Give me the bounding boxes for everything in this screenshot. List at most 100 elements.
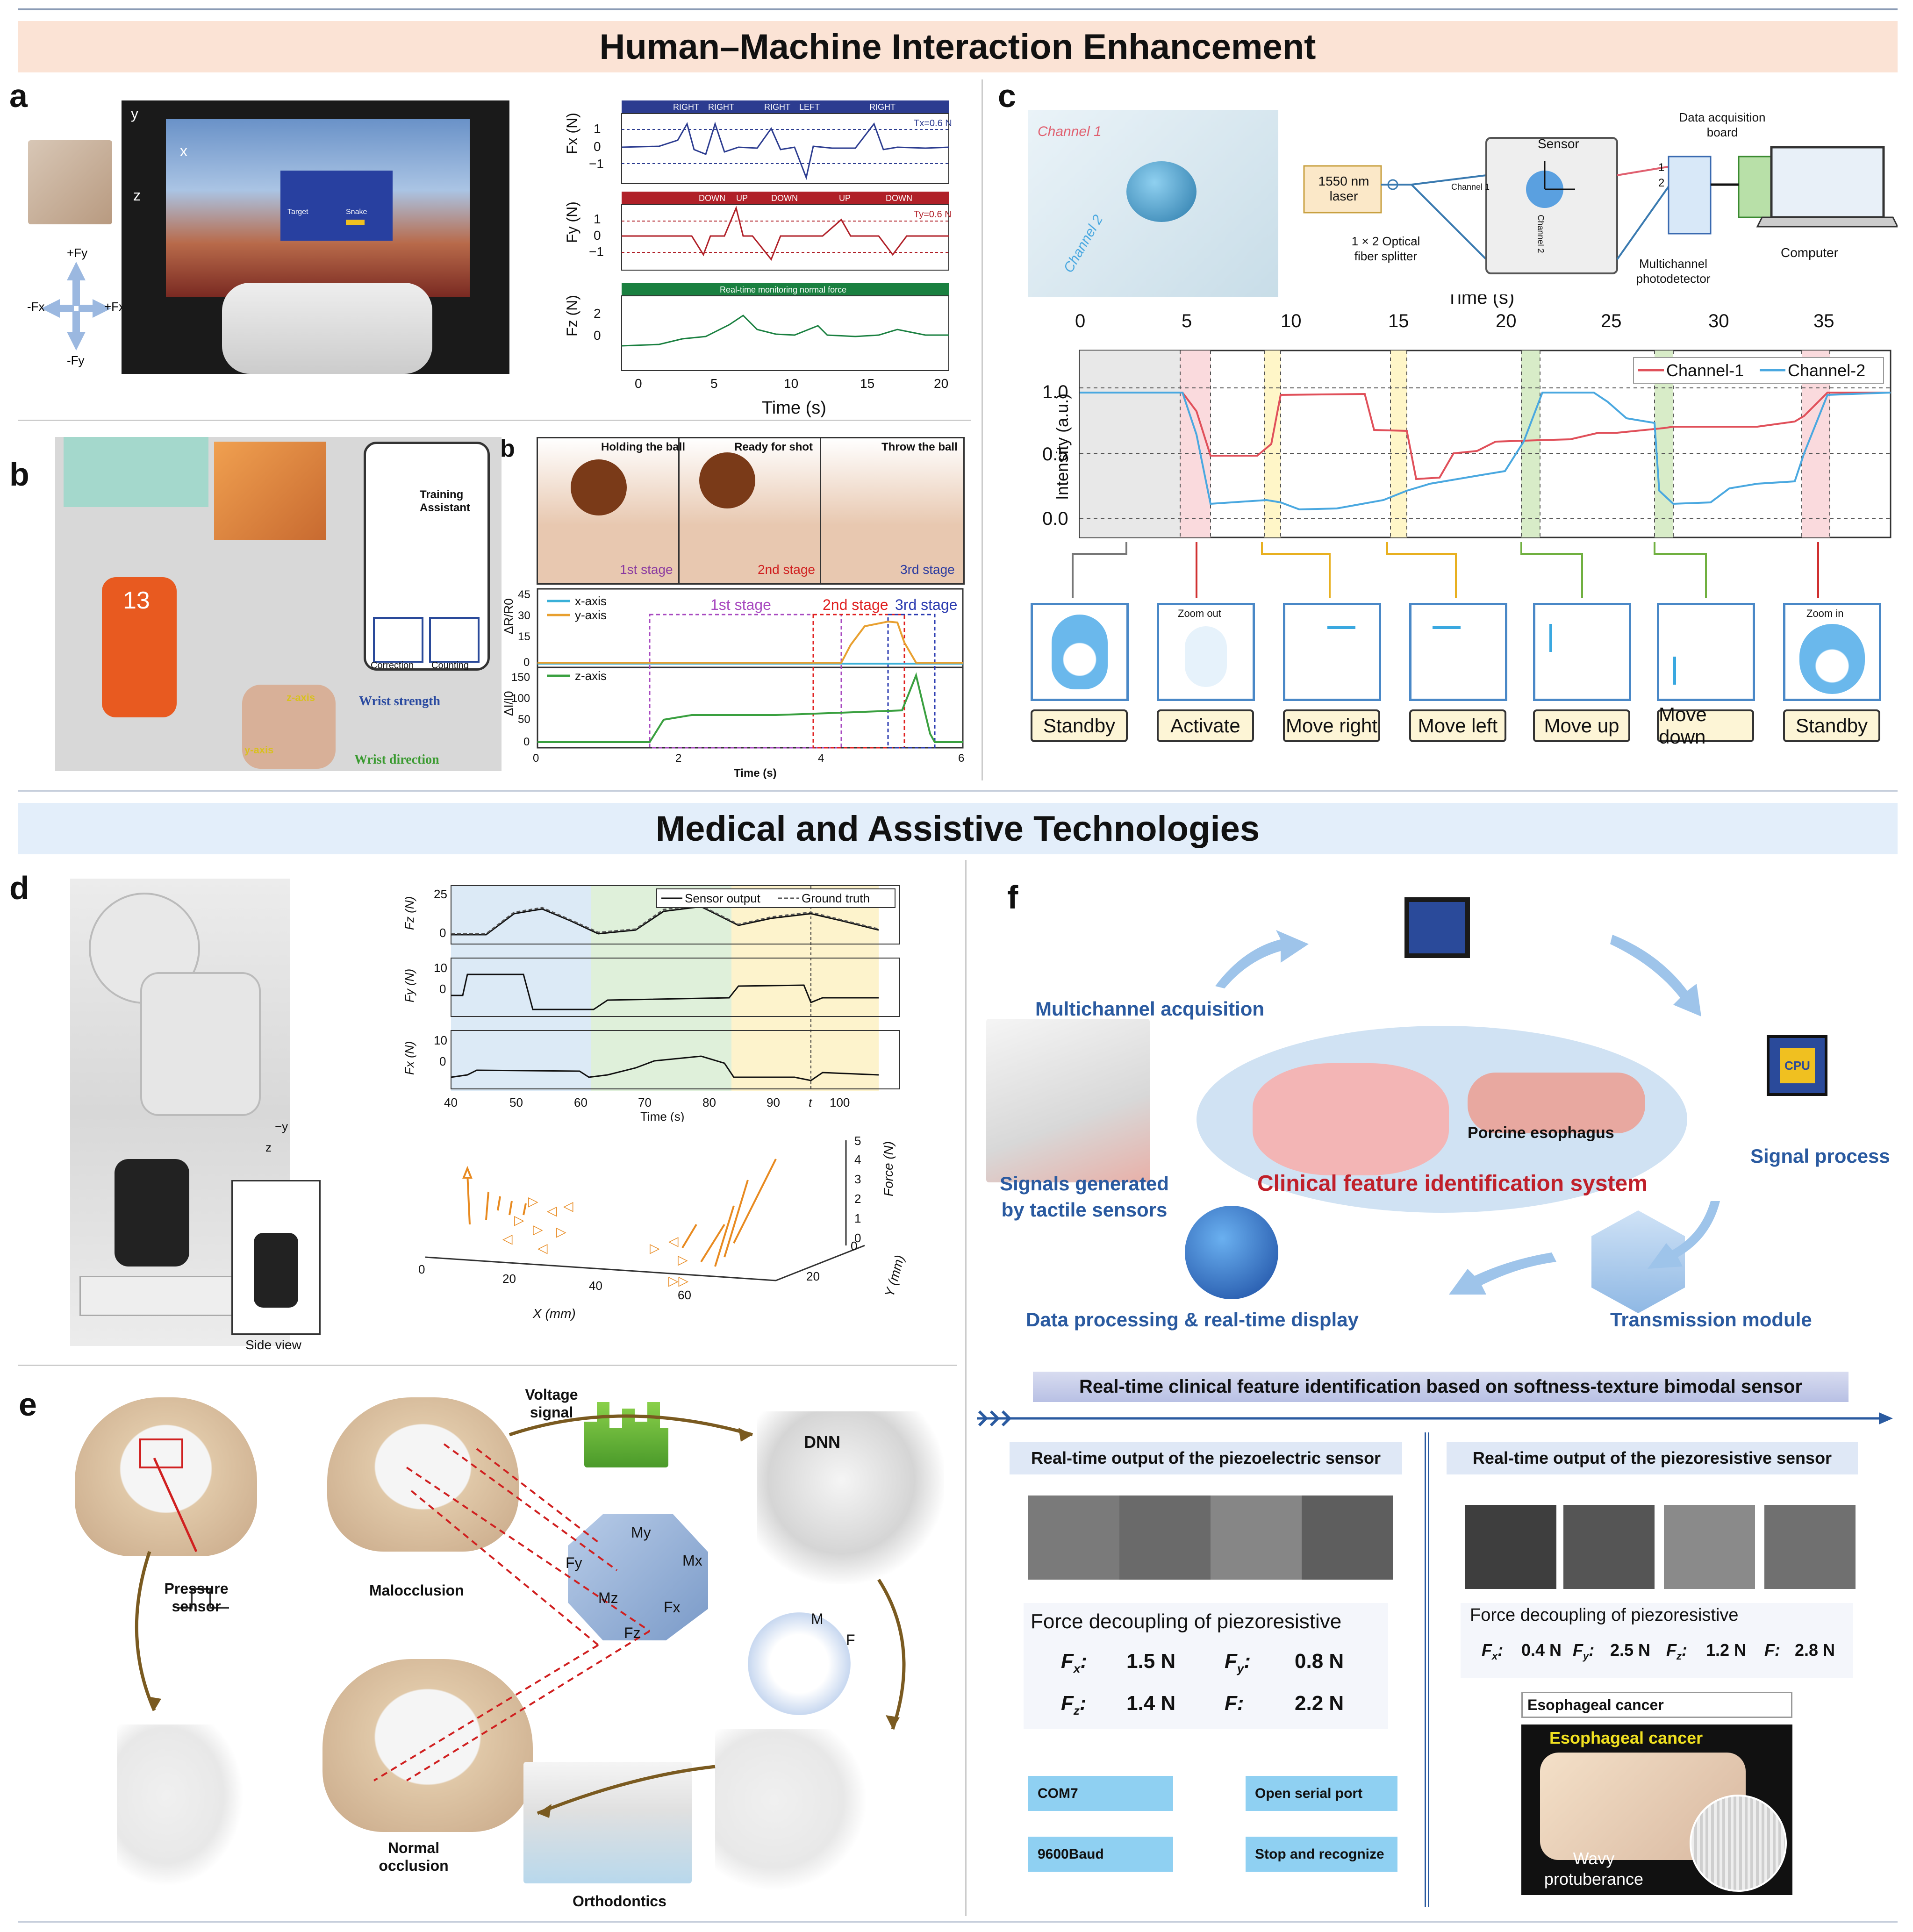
state-box-standby-1 <box>1031 603 1129 701</box>
cpu-label: CPU <box>1780 1048 1815 1083</box>
chip-icon <box>1369 879 1510 977</box>
left-fz-label: Fz: <box>1061 1692 1087 1717</box>
banner-top: Human–Machine Interaction Enhancement <box>18 21 1898 72</box>
robot-arm-photo <box>70 879 290 1346</box>
x3d-tick-40: 40 <box>589 1279 602 1293</box>
piezoelectric-title: Real-time output of the piezoelectric se… <box>1010 1442 1402 1474</box>
dnn-robot-head <box>757 1411 944 1584</box>
svg-text:▷: ▷ <box>514 1213 524 1227</box>
force-fz: Fz <box>624 1624 641 1641</box>
tooth-force-icon <box>748 1612 851 1715</box>
clinical-ellipse <box>1197 1026 1687 1213</box>
svg-text:◁: ◁ <box>547 1203 557 1218</box>
a-xtick-10: 10 <box>784 376 798 391</box>
left-f-value: 2.2 N <box>1295 1692 1344 1715</box>
c-xtick-5: 5 <box>1182 311 1192 331</box>
fz-ytick-2: 2 <box>594 306 601 321</box>
c-xtick-20: 20 <box>1496 311 1517 331</box>
signals-generated-label: Signals generated by tactile sensors <box>1000 1173 1169 1221</box>
d-ytick-fy-10: 10 <box>434 961 447 975</box>
transmission-label: Transmission module <box>1610 1309 1812 1331</box>
top-rule <box>18 8 1898 10</box>
svg-text:▷: ▷ <box>528 1194 538 1209</box>
zoom-in-label: Zoom in <box>1806 608 1844 619</box>
wrist-strength: Wrist strength <box>359 694 440 708</box>
c-ytick-0: 0.0 <box>1042 508 1068 529</box>
axis-z-label: z <box>133 187 141 204</box>
stage2-photo-label: 2nd stage <box>758 562 815 577</box>
b-xtick-0: 0 <box>533 752 539 765</box>
com-port-button[interactable]: COM7 <box>1028 1776 1173 1811</box>
panel-label-b: b <box>9 456 29 493</box>
right-f-value: 2.8 N <box>1795 1640 1835 1660</box>
state-box-move-down <box>1657 603 1755 701</box>
right-fz-value: 1.2 N <box>1706 1640 1747 1660</box>
d-ylabel-fz: Fz (N) <box>402 896 416 930</box>
b-ylabel-top: ΔR/R0 <box>502 598 516 634</box>
state-label-move-down: Move down <box>1657 703 1754 748</box>
label-plus-fy: +Fy <box>67 246 87 260</box>
hdivider-a-b <box>18 420 971 421</box>
zoom-out-label: Zoom out <box>1178 608 1221 619</box>
b-ytick-0: 0 <box>523 656 530 669</box>
state-label-standby-1: Standby <box>1031 709 1128 742</box>
right-fy-value: 2.5 N <box>1610 1640 1651 1660</box>
z3d-tick-2: 2 <box>854 1192 861 1206</box>
finger-inset-photo <box>28 140 112 224</box>
d-ytick-fx-0: 0 <box>439 1054 446 1068</box>
a-xlabel: Time (s) <box>762 398 826 418</box>
moment-mz: Mz <box>598 1589 618 1606</box>
small-axis-y: −y <box>275 1119 288 1133</box>
piezoresistive-cell-2 <box>1563 1505 1655 1589</box>
malocclusion-label: Malocclusion <box>369 1582 464 1599</box>
baud-button[interactable]: 9600Baud <box>1028 1837 1173 1872</box>
panel-label-c: c <box>998 78 1016 114</box>
left-fx-value: 1.5 N <box>1126 1650 1176 1673</box>
right-fy-label: Fy: <box>1573 1640 1595 1662</box>
sensor-label: Sensor <box>1538 136 1579 151</box>
fz-ytick-0: 0 <box>594 328 601 343</box>
caption-holding: Holding the ball <box>601 441 685 453</box>
d-xtick-80: 80 <box>702 1095 716 1109</box>
force-cross-diagram: +Fy -Fx +Fx -Fy <box>27 229 125 369</box>
d-xtick-t: t <box>809 1095 813 1109</box>
panel-c-chart: 0 5 10 15 20 25 30 35 1.0 0.5 0.0 Time (… <box>1010 287 1898 556</box>
moment-my: My <box>631 1524 651 1541</box>
fy-event-4: UP <box>839 193 851 203</box>
label-plus-fx: +Fx <box>104 300 125 314</box>
stop-recognize-button[interactable]: Stop and recognize <box>1246 1837 1397 1872</box>
fy-event-3: DOWN <box>771 193 798 203</box>
voltage-signal-label: Voltage signal <box>525 1386 578 1421</box>
y3d-label: Y (mm) <box>882 1253 907 1298</box>
d-xtick-40: 40 <box>444 1095 458 1109</box>
d-xtick-70: 70 <box>638 1095 652 1109</box>
open-serial-button[interactable]: Open serial port <box>1246 1776 1397 1811</box>
d-ytick-fz-25: 25 <box>434 887 447 901</box>
d-legend-sensor: Sensor output <box>685 891 761 905</box>
chart-stage2: 2nd stage <box>823 596 888 613</box>
right-fx-value: 0.4 N <box>1521 1640 1562 1660</box>
btn-counting[interactable]: Counting <box>431 660 469 671</box>
piezoelectric-cell-4 <box>1302 1496 1393 1580</box>
wavy-label: Wavy protuberance <box>1544 1849 1644 1889</box>
chart-stage1: 1st stage <box>710 596 771 613</box>
piezoelectric-cell-2 <box>1119 1496 1211 1580</box>
b-xtick-6: 6 <box>958 752 964 765</box>
d-xtick-100: 100 <box>830 1095 850 1109</box>
y3d-tick-0: 0 <box>851 1239 857 1253</box>
wrist-direction: Wrist direction <box>354 752 439 767</box>
panel-label-f: f <box>1007 879 1018 916</box>
game-screen-photo: Target Snake y x z <box>122 100 509 374</box>
c-xtick-30: 30 <box>1708 311 1729 331</box>
channel1-render: Channel 1 <box>1038 124 1102 139</box>
dnn-label: DNN <box>804 1432 840 1452</box>
stage1-photo-label: 1st stage <box>620 562 673 577</box>
vertical-divider-top <box>982 79 983 780</box>
panel-f-arrows <box>982 874 1898 1341</box>
player-number: 13 <box>123 587 150 614</box>
btn-correction[interactable]: Correction <box>371 660 414 671</box>
panel-label-a: a <box>9 78 28 114</box>
fz-ylabel: Fz (N) <box>564 295 580 336</box>
realtime-title: Real-time clinical feature identificatio… <box>1033 1372 1849 1402</box>
panel-label-b2: b <box>500 435 515 462</box>
